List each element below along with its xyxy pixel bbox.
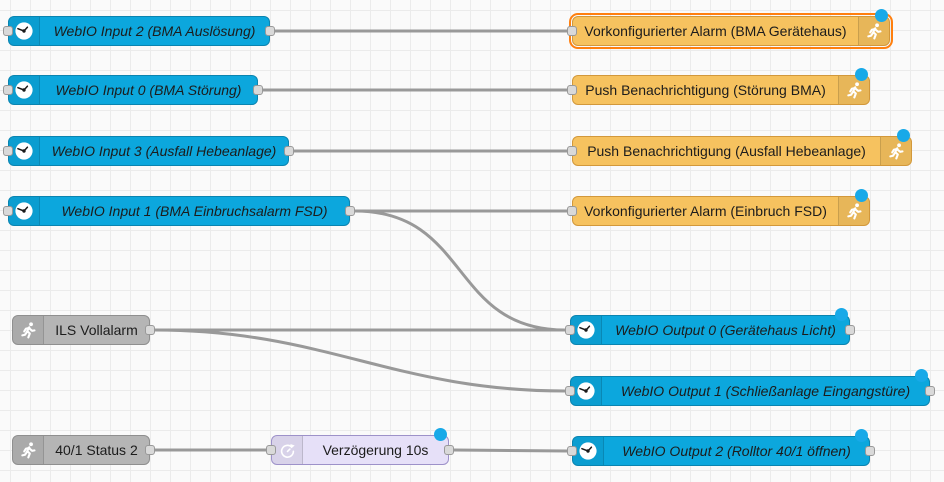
output-port[interactable] [845, 325, 855, 335]
node-alarm-einbruch[interactable]: Vorkonfigurierter Alarm (Einbruch FSD) [567, 189, 870, 226]
node-input2[interactable]: WebIO Input 2 (BMA Auslösung) [3, 16, 275, 46]
input-port[interactable] [3, 85, 13, 95]
node-label: Vorkonfigurierter Alarm (Einbruch FSD) [584, 203, 827, 219]
wire-delay-to-output2[interactable] [452, 448, 569, 453]
gauge-icon [571, 316, 602, 344]
gauge-icon [571, 377, 602, 405]
node-label: 40/1 Status 2 [55, 442, 138, 458]
node-output1[interactable]: WebIO Output 1 (Schließanlage Eingangstü… [565, 369, 935, 406]
input-port[interactable] [567, 146, 577, 156]
runner-icon [838, 76, 869, 104]
node-label: Push Benachrichtigung (Störung BMA) [585, 82, 826, 98]
status-dot [434, 428, 447, 441]
node-label: WebIO Output 2 (Rolltor 40/1 öffnen) [622, 443, 851, 459]
input-port[interactable] [565, 325, 575, 335]
node-status2[interactable]: 40/1 Status 2 [12, 435, 155, 465]
status-dot [897, 129, 910, 142]
output-port[interactable] [345, 206, 355, 216]
output-port[interactable] [265, 26, 275, 36]
input-port[interactable] [567, 85, 577, 95]
node-label: Push Benachrichtigung (Ausfall Hebeanlag… [587, 143, 866, 159]
status-dot [915, 369, 928, 382]
node-output0[interactable]: WebIO Output 0 (Gerätehaus Licht) [565, 308, 855, 345]
node-input1[interactable]: WebIO Input 1 (BMA Einbruchsalarm FSD) [3, 196, 355, 226]
output-port[interactable] [145, 445, 155, 455]
input-port[interactable] [567, 206, 577, 216]
input-port[interactable] [567, 446, 577, 456]
input-port[interactable] [565, 386, 575, 396]
node-delay[interactable]: Verzögerung 10s [266, 428, 454, 465]
gauge-icon [9, 197, 40, 225]
node-push-stoerung[interactable]: Push Benachrichtigung (Störung BMA) [567, 68, 870, 105]
node-label: WebIO Output 0 (Gerätehaus Licht) [615, 322, 836, 338]
status-dot [855, 189, 868, 202]
node-alarm-geraetehaus[interactable]: Vorkonfigurierter Alarm (BMA Gerätehaus) [567, 9, 893, 49]
node-input3[interactable]: WebIO Input 3 (Ausfall Hebeanlage) [3, 136, 294, 166]
gauge-icon [9, 137, 40, 165]
output-port[interactable] [865, 446, 875, 456]
status-dot [855, 429, 868, 442]
input-port[interactable] [3, 26, 13, 36]
timer-icon [272, 436, 303, 464]
runner-icon [13, 316, 44, 344]
wire-ils-vollalarm-to-output1[interactable] [153, 328, 567, 393]
node-label: WebIO Input 1 (BMA Einbruchsalarm FSD) [61, 203, 328, 219]
output-port[interactable] [145, 325, 155, 335]
gauge-icon [9, 76, 40, 104]
wire-input1-to-output0[interactable] [353, 209, 567, 332]
runner-icon [13, 436, 44, 464]
runner-icon [880, 137, 911, 165]
runner-icon [838, 197, 869, 225]
node-push-ausfall[interactable]: Push Benachrichtigung (Ausfall Hebeanlag… [567, 129, 912, 166]
gauge-icon [573, 437, 604, 465]
node-ils-vollalarm[interactable]: ILS Vollalarm [12, 315, 155, 345]
input-port[interactable] [3, 146, 13, 156]
node-input0[interactable]: WebIO Input 0 (BMA Störung) [3, 75, 263, 105]
node-label: WebIO Input 2 (BMA Auslösung) [53, 23, 256, 39]
input-port[interactable] [567, 26, 577, 36]
node-label: ILS Vollalarm [55, 322, 138, 338]
node-label: Verzögerung 10s [322, 442, 429, 458]
node-label: WebIO Input 3 (Ausfall Hebeanlage) [51, 143, 277, 159]
output-port[interactable] [444, 445, 454, 455]
input-port[interactable] [3, 206, 13, 216]
output-port[interactable] [284, 146, 294, 156]
status-dot [835, 308, 848, 321]
runner-icon [858, 17, 889, 45]
node-label: WebIO Input 0 (BMA Störung) [55, 82, 242, 98]
node-label: Vorkonfigurierter Alarm (BMA Gerätehaus) [584, 23, 847, 39]
node-output2[interactable]: WebIO Output 2 (Rolltor 40/1 öffnen) [567, 429, 875, 466]
input-port[interactable] [266, 445, 276, 455]
status-dot [875, 9, 888, 22]
status-dot [855, 68, 868, 81]
output-port[interactable] [253, 85, 263, 95]
node-label: WebIO Output 1 (Schließanlage Eingangstü… [620, 383, 911, 399]
output-port[interactable] [925, 386, 935, 396]
gauge-icon [9, 17, 40, 45]
